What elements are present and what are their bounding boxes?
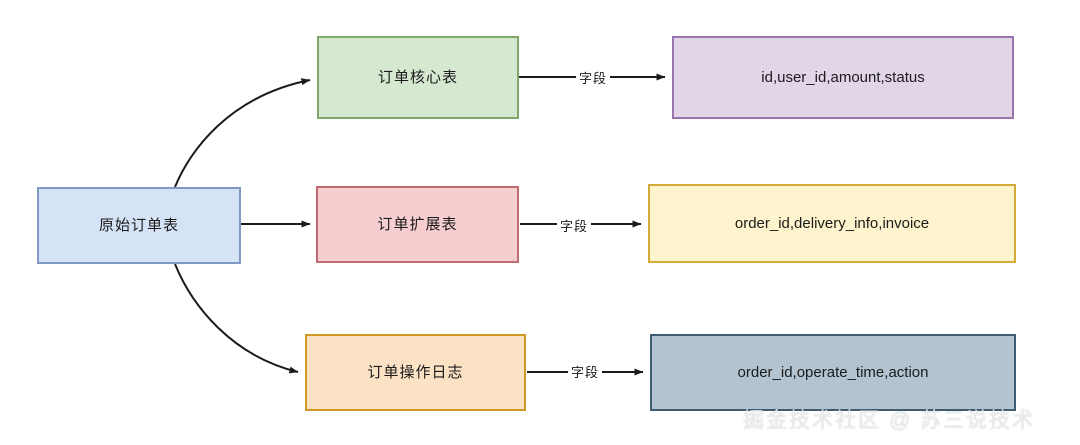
node-label-order-core-table: 订单核心表: [377, 68, 458, 86]
node-order-operation-log[interactable]: 订单操作日志: [305, 334, 526, 411]
node-fields-order-extension[interactable]: order_id,delivery_info,invoice: [648, 184, 1016, 263]
node-fields-order-log[interactable]: order_id,operate_time,action: [650, 334, 1016, 411]
node-order-core-table[interactable]: 订单核心表: [317, 36, 519, 119]
edge-source-to-core: [174, 78, 311, 188]
edge-label-fields-log: 字段: [568, 362, 603, 381]
node-label-fields-order-log: order_id,operate_time,action: [737, 363, 929, 381]
node-label-fields-order-extension: order_id,delivery_info,invoice: [734, 214, 930, 232]
edge-label-fields-core: 字段: [576, 68, 611, 87]
node-label-order-operation-log: 订单操作日志: [367, 363, 464, 381]
edge-label-fields-extension: 字段: [557, 216, 592, 235]
node-order-extension-table[interactable]: 订单扩展表: [316, 186, 519, 263]
node-label-order-extension-table: 订单扩展表: [377, 215, 458, 233]
edge-source-to-log: [174, 263, 299, 374]
node-label-original-order-table: 原始订单表: [98, 216, 179, 234]
node-label-fields-order-core: id,user_id,amount,status: [761, 68, 925, 86]
node-fields-order-core[interactable]: id,user_id,amount,status: [672, 36, 1014, 119]
node-original-order-table[interactable]: 原始订单表: [37, 187, 241, 264]
